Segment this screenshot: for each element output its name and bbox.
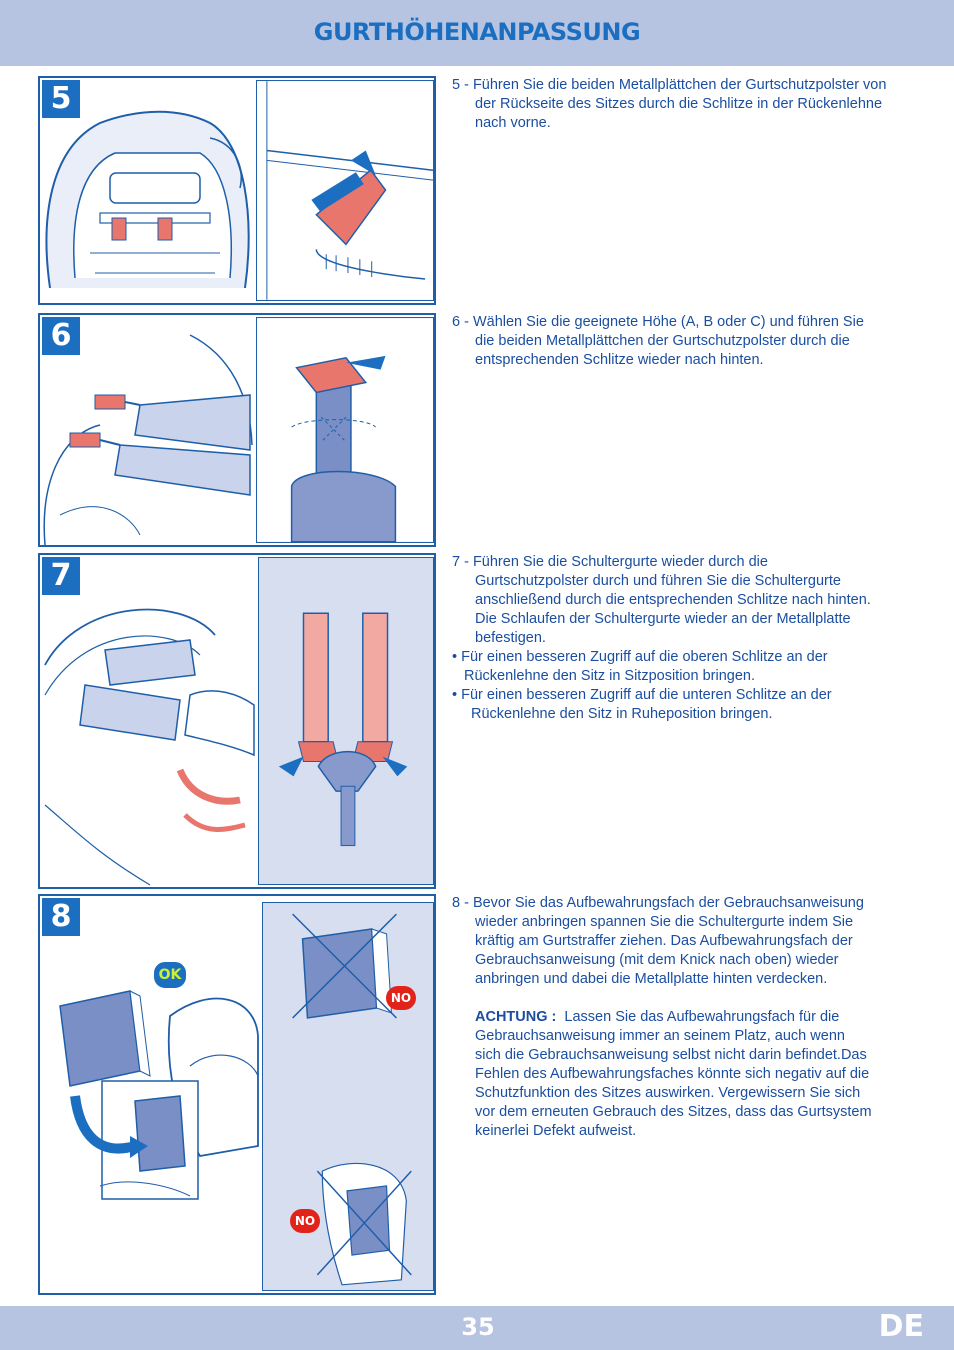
hands-threading-illustration [40,555,256,887]
step-6-line-2: die beiden Metallplättchen der Gurtschut… [475,333,850,349]
step-6-illustration: 6 [38,313,436,547]
step-7-bullet-2-cont: Rückenlehne den Sitz in Ruheposition bri… [471,706,773,722]
step-6-line-1: 6 - Wählen Sie die geeignete Höhe (A, B … [452,314,864,330]
step-8-line-1: 8 - Bevor Sie das Aufbewahrungsfach der … [452,895,864,911]
step-7-badge: 7 [42,557,80,595]
step-7-line-5: befestigen. [475,630,546,646]
step-6-badge: 6 [42,317,80,355]
step-7-line-1: 7 - Führen Sie die Schultergurte wieder … [452,554,768,570]
seat-with-pocket-illustration [40,896,260,1293]
warning-line-4: Fehlen des Aufbewahrungsfaches könnte si… [475,1066,870,1082]
step-7-illustration: 7 [38,553,436,889]
step-5-line-1: 5 - Führen Sie die beiden Metallplättche… [452,77,887,93]
step-8-text: 8 - Bevor Sie das Aufbewahrungsfach der … [452,894,932,1141]
page-title: GURTHÖHENANPASSUNG [313,18,641,46]
warning-line-6: vor dem erneuten Gebrauch des Sitzes, da… [475,1104,872,1120]
seat-back-view-illustration [40,78,254,303]
shoulder-pads-illustration [40,315,254,545]
step-7-line-3: anschließend durch die entsprechenden Sc… [475,592,871,608]
warning-line-1: Lassen Sie das Aufbewahrungsfach für die [564,1009,840,1025]
warning-line-3: sich die Gebrauchsanweisung selbst nicht… [475,1047,867,1063]
step-8-line-4: Gebrauchsanweisung (mit dem Knick nach o… [475,952,839,968]
warning-label: ACHTUNG : [475,1009,557,1025]
step-8-badge: 8 [42,898,80,936]
language-code: DE [878,1309,924,1344]
warning-first-line: ACHTUNG : Lassen Sie das Aufbewahrungsfa… [452,1008,932,1027]
step-7-bullet-1: • Für einen besseren Zugriff auf die obe… [452,649,828,665]
step-5-illustration: 5 [38,76,436,305]
no-badge-bottom: NO [290,1209,320,1233]
step-5-text: 5 - Führen Sie die beiden Metallplättche… [452,76,932,133]
ok-badge: OK [152,960,188,990]
spacer [452,989,932,1008]
step-5-line-2: der Rückseite des Sitzes durch die Schli… [475,96,883,112]
pocket-placement-detail-illustration [262,902,434,1291]
page-number: 35 [461,1313,495,1341]
step-6-line-3: entsprechenden Schlitze wieder nach hint… [475,352,764,368]
step-7-line-4: Die Schlaufen der Schultergurte wieder a… [475,611,851,627]
warning-line-5: Schutzfunktion des Sitzes auswirken. Ver… [475,1085,861,1101]
step-5-badge: 5 [42,80,80,118]
step-8-line-3: kräftig am Gurtstraffer ziehen. Das Aufb… [475,933,853,949]
strap-loop-detail-illustration [258,557,434,885]
step-5-line-3: nach vorne. [475,115,551,131]
warning-line-7: keinerlei Defekt aufweist. [475,1123,637,1139]
no-badge-top: NO [386,986,416,1010]
footer-band: 35 DE [0,1306,954,1350]
step-7-bullet-2: • Für einen besseren Zugriff auf die unt… [452,687,832,703]
step-8-line-5: anbringen und dabei die Metallplatte hin… [475,971,828,987]
strap-thread-detail-illustration [256,317,434,543]
slot-detail-illustration [256,80,434,301]
step-8-line-2: wieder anbringen spannen Sie die Schulte… [475,914,854,930]
step-6-text: 6 - Wählen Sie die geeignete Höhe (A, B … [452,313,932,370]
step-7-line-2: Gurtschutzpolster durch und führen Sie d… [475,573,841,589]
step-7-text: 7 - Führen Sie die Schultergurte wieder … [452,553,932,724]
warning-line-2: Gebrauchsanweisung immer an seinem Platz… [475,1028,845,1044]
header-band: GURTHÖHENANPASSUNG [0,0,954,66]
step-8-illustration: 8 OK NO NO [38,894,436,1295]
step-7-bullet-1-cont: Rückenlehne den Sitz in Sitzposition bri… [464,668,755,684]
